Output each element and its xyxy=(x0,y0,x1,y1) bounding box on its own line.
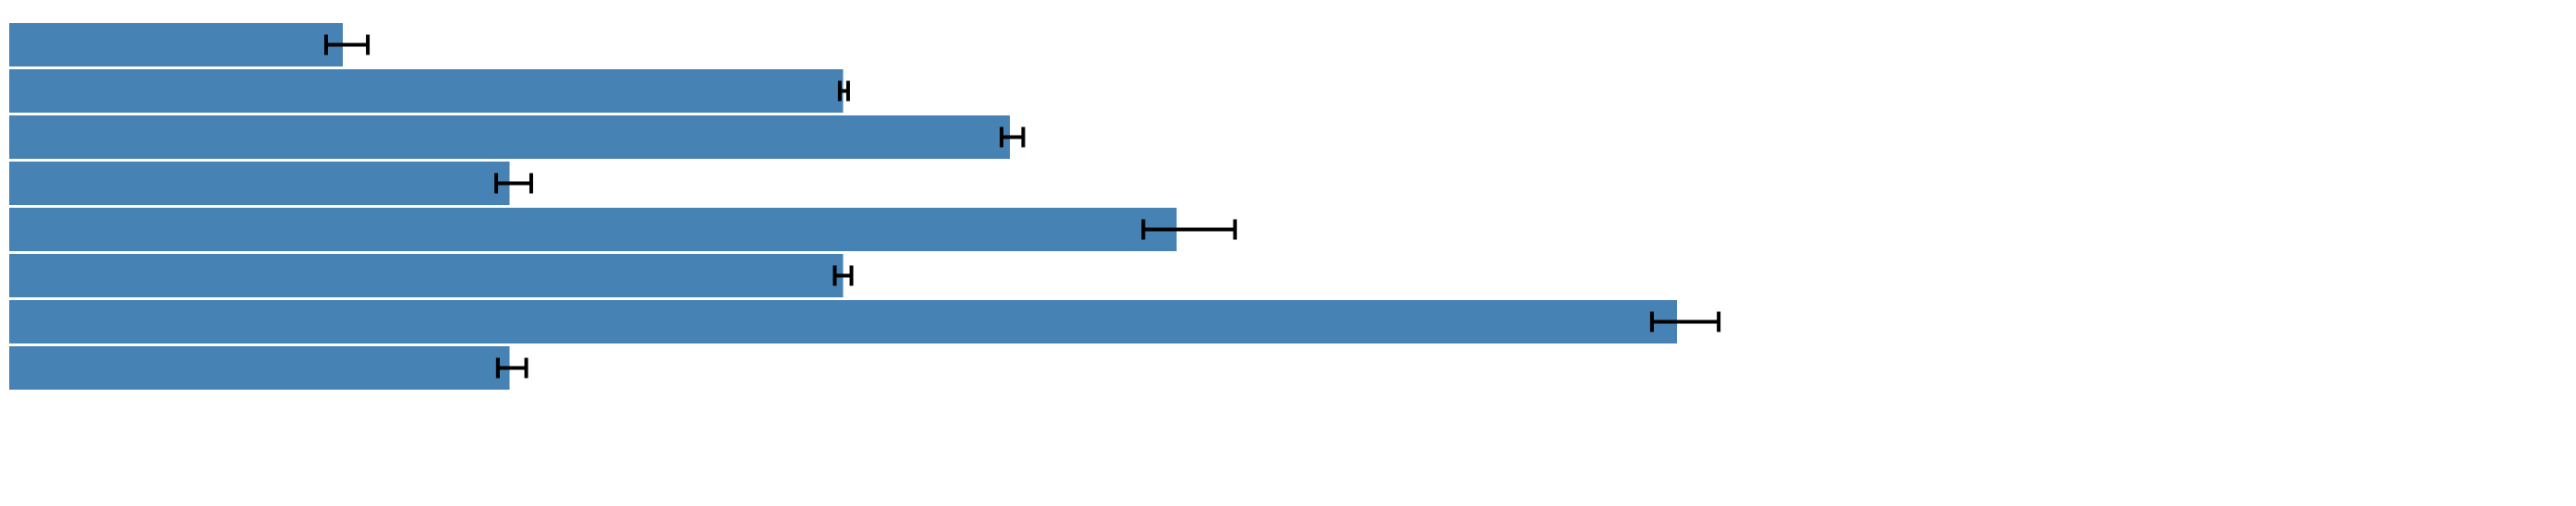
bar-5 xyxy=(9,208,1177,251)
error-bar-4 xyxy=(494,173,533,194)
bar-4 xyxy=(9,162,510,205)
bar-8 xyxy=(9,346,510,390)
error-bar-2 xyxy=(837,80,850,102)
bar-6 xyxy=(9,254,844,297)
bar-7 xyxy=(9,300,1677,343)
error-bar-1 xyxy=(323,34,371,55)
error-bar-5 xyxy=(1141,219,1237,240)
error-bar-8 xyxy=(495,357,529,379)
bar-1 xyxy=(9,23,343,66)
error-bar-3 xyxy=(999,126,1026,148)
error-bar-6 xyxy=(832,265,854,286)
bar-2 xyxy=(9,69,844,113)
bars-group xyxy=(9,23,1677,390)
bar-3 xyxy=(9,115,1010,159)
error-bars-group xyxy=(323,34,1721,379)
error-bar-7 xyxy=(1649,311,1721,332)
